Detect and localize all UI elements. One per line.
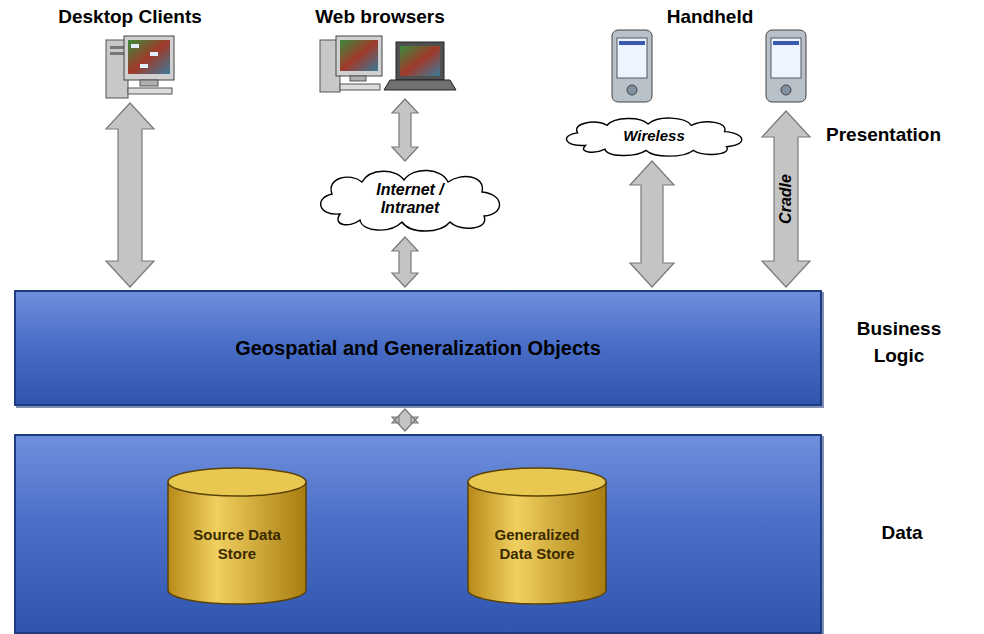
laptop-computer [384,42,456,90]
tier-name: Presentation [826,124,941,146]
double-arrow [392,409,418,431]
double-arrow [762,111,810,287]
cloud-label: Wireless [605,128,703,145]
client-group: Handheld [590,0,830,108]
handheld-device [766,30,806,102]
data-store-cylinder: Source Data Store [166,466,308,606]
tier-band: Geospatial and Generalization ObjectsBus… [14,290,822,406]
desktop-computer [106,36,174,98]
desktop-computer [320,36,382,92]
double-arrow [392,99,418,161]
store-label: Source Data Store [187,526,287,564]
client-group: Web browsers [295,0,465,96]
cloud-label: Internet / Intranet [360,181,460,216]
tier-name: Data [852,520,952,547]
double-arrow [106,103,154,287]
client-group: Desktop Clients [40,0,220,100]
double-arrow [392,237,418,287]
handheld-device [612,30,652,102]
edge-label: Cradle [777,174,795,224]
group-heading: Handheld [590,6,830,28]
band-label: Geospatial and Generalization Objects [16,337,820,360]
tier-band: DataSource Data StoreGeneralized Data St… [14,434,822,634]
double-arrow [630,161,674,287]
store-label: Generalized Data Store [487,526,587,564]
network-cloud: Internet / Intranet [310,164,510,234]
group-heading: Desktop Clients [40,6,220,28]
tier-name: Business Logic [834,316,964,369]
network-cloud: Wireless [556,114,752,158]
group-heading: Web browsers [295,6,465,28]
data-store-cylinder: Generalized Data Store [466,466,608,606]
